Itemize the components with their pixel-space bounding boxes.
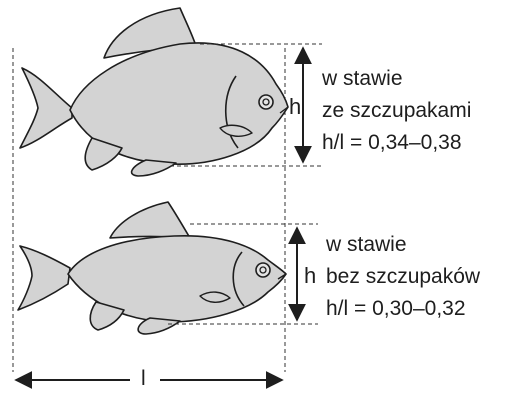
fish-bottom-height-label: h [304,265,316,287]
fish-bottom-caption-line-2: bez szczupaków [326,266,480,287]
fish-bottom-dorsal-fin [110,202,190,238]
fish-bottom-ratio-label: h/l = 0,30–0,32 [326,298,466,319]
fish-top-caption-line-1: w stawie [322,68,403,89]
fish-top-caption-line-2: ze szczupakami [322,100,471,121]
fish-bottom-eye-icon [256,263,270,277]
fish-top-eye-icon [259,95,273,109]
fish-bottom-ventral-fin [138,318,180,334]
fish-top-tail [20,68,72,148]
fish-top-ratio-label: h/l = 0,34–0,38 [322,132,462,153]
fish-bottom-caption-line-1: w stawie [326,234,407,255]
fish-bottom-tail [18,246,70,310]
fish-top-ventral-fin [132,160,176,176]
fish-top [20,8,288,176]
fish-bottom [18,202,286,334]
fish-top-height-label: h [289,96,301,118]
length-label: l [141,368,146,389]
